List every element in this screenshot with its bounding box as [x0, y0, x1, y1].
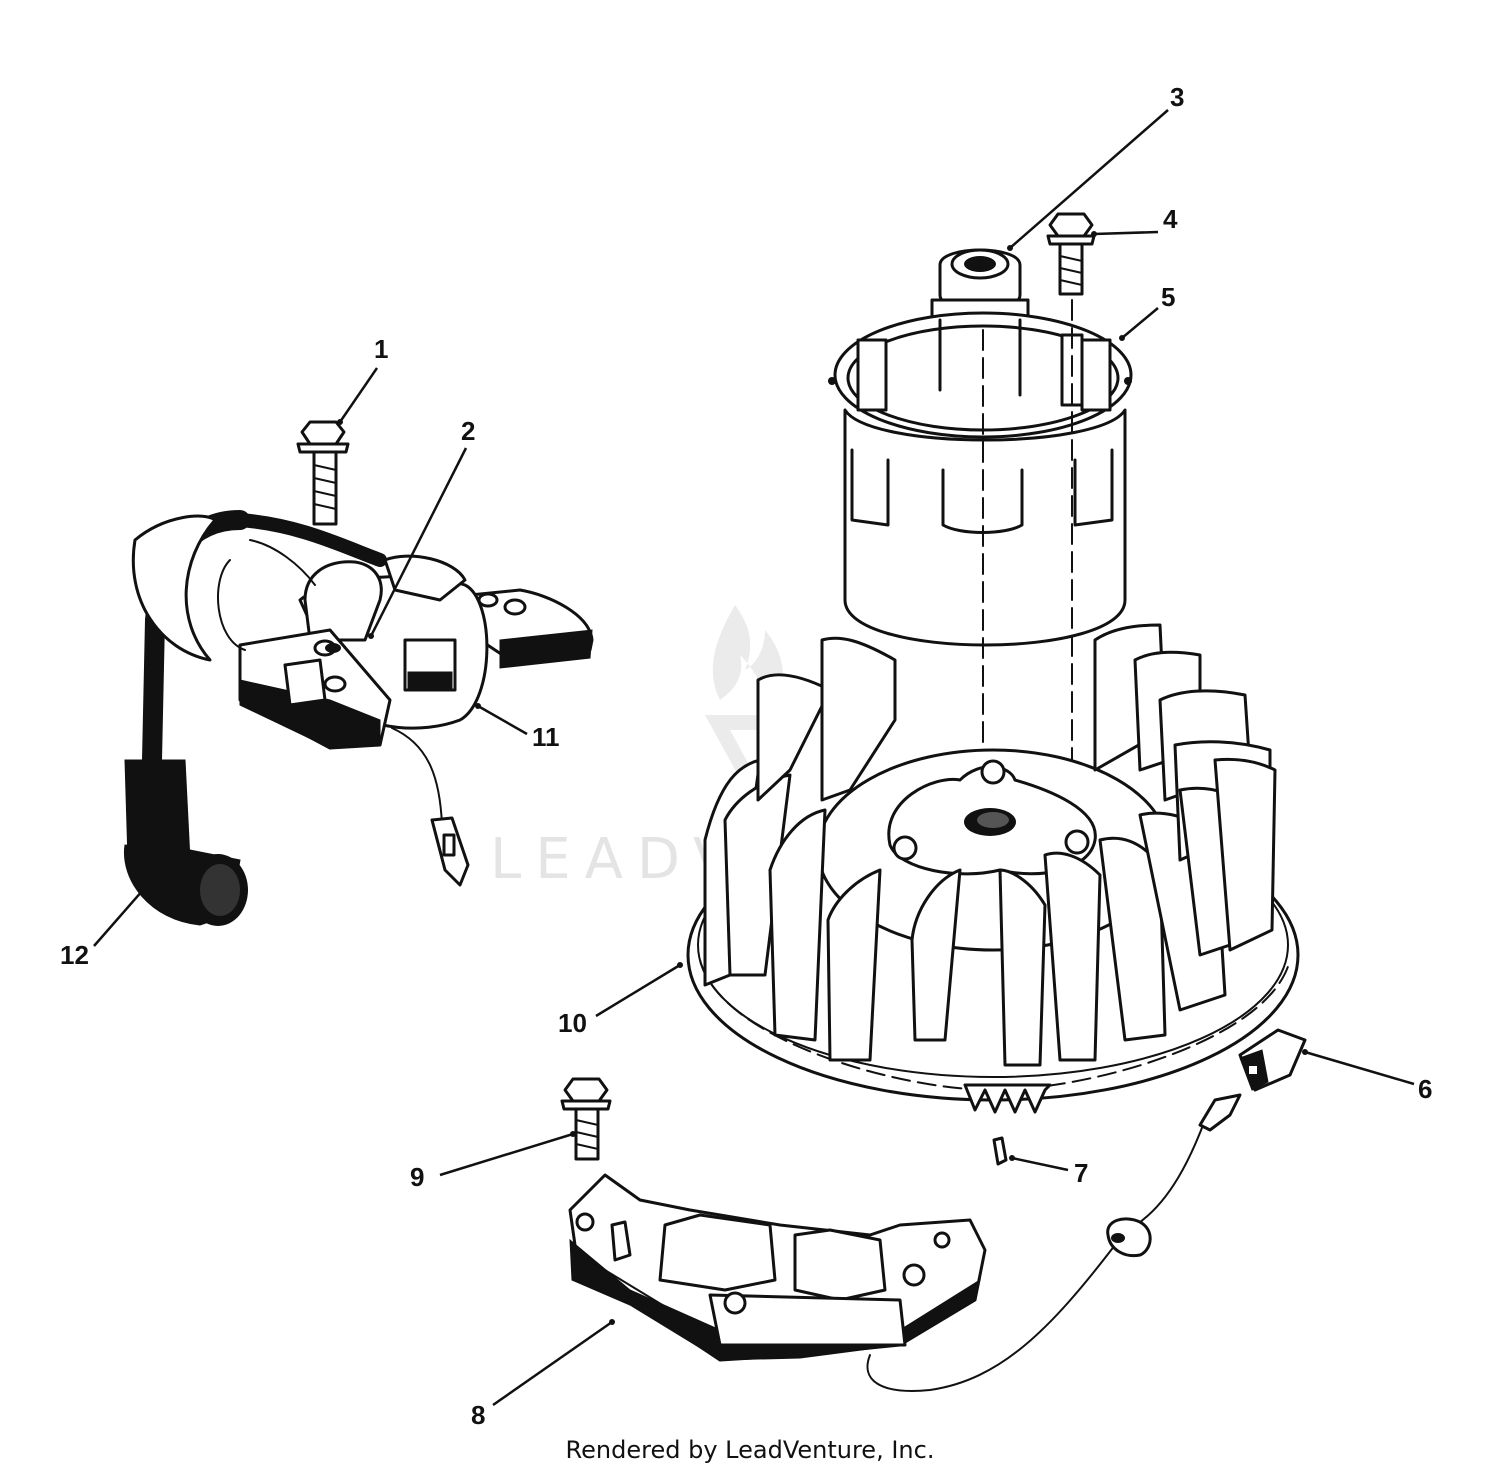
callout-4: 4 — [1163, 204, 1178, 234]
callout-11: 11 — [532, 722, 560, 752]
callout-3: 3 — [1170, 82, 1184, 112]
callout-8: 8 — [471, 1400, 485, 1430]
callout-1: 1 — [374, 334, 388, 364]
leader-11 — [477, 704, 528, 736]
leader-3 — [1009, 109, 1169, 249]
callout-9: 9 — [410, 1162, 424, 1192]
callout-10: 10 — [558, 1008, 587, 1038]
part-8-alternator-coil — [568, 1093, 1242, 1392]
part-7-flywheel-key — [992, 1136, 1008, 1166]
part-6-connector — [1238, 1028, 1307, 1092]
part-2-washer — [325, 643, 341, 653]
leader-lines — [93, 109, 1415, 1407]
callout-5: 5 — [1161, 282, 1175, 312]
callout-labels: 1 2 3 4 5 6 7 8 9 10 11 12 — [60, 82, 1432, 1430]
leader-2 — [369, 447, 468, 637]
leader-10 — [595, 963, 681, 1018]
callout-7: 7 — [1074, 1158, 1088, 1188]
leader-8 — [492, 1320, 613, 1407]
footer-credit: Rendered by LeadVenture, Inc. — [565, 1436, 935, 1464]
part-11-ignition-module — [217, 539, 594, 887]
part-10-flywheel — [686, 623, 1300, 1114]
callout-2: 2 — [461, 416, 475, 446]
leader-7 — [1011, 1156, 1069, 1172]
part-12-spark-plug-boot — [123, 510, 387, 926]
leader-5 — [1121, 307, 1159, 339]
leader-6 — [1304, 1050, 1415, 1086]
leader-1 — [338, 367, 379, 423]
leader-9 — [439, 1132, 574, 1177]
callout-12: 12 — [60, 940, 89, 970]
leader-4 — [1093, 230, 1159, 236]
part-5-starter-cup — [828, 299, 1133, 831]
leader-12 — [93, 881, 151, 947]
part-1-bolt — [296, 420, 350, 526]
callout-6: 6 — [1418, 1074, 1432, 1104]
part-4-bolt — [1046, 212, 1096, 296]
part-9-bolt — [560, 1077, 612, 1161]
